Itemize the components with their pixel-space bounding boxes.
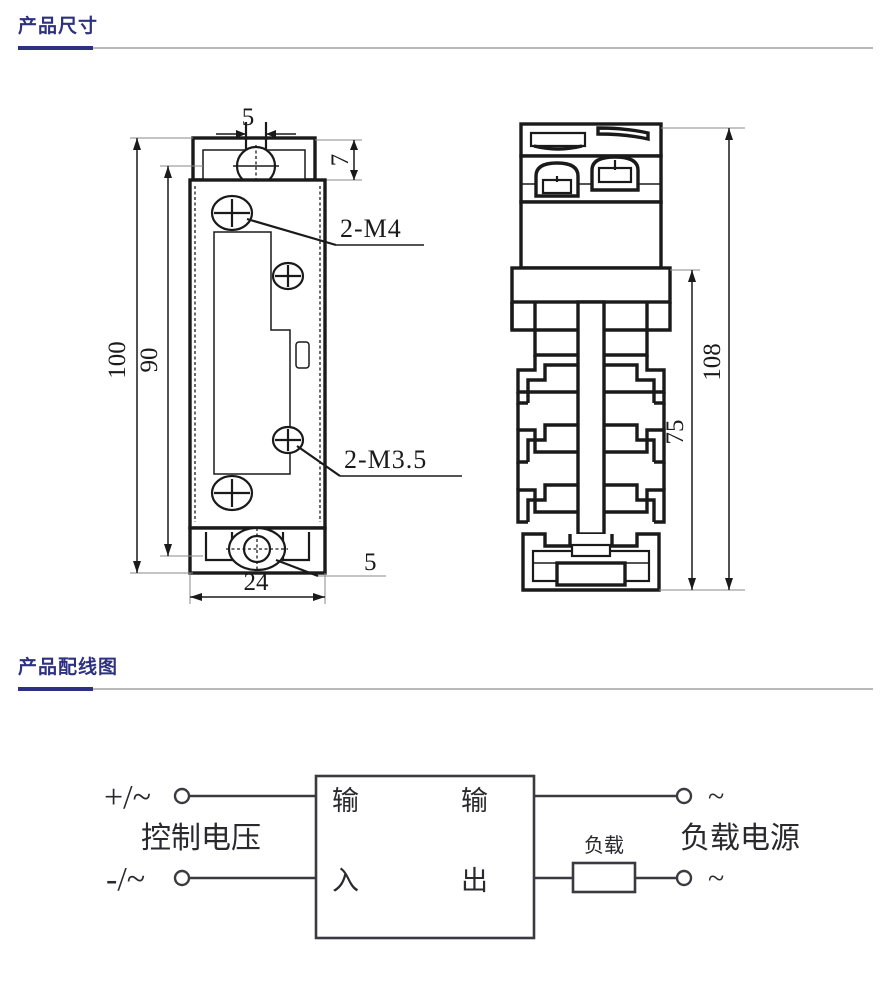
dim-side-overall-height: 108 <box>699 343 726 381</box>
callout-2-m4: 2-M4 <box>340 214 402 243</box>
dim-overall-height: 100 <box>104 341 131 379</box>
load-resistor-symbol <box>571 861 637 894</box>
divider-accent-segment-wiring <box>18 687 93 691</box>
dim-top-flange-height: 7 <box>327 154 354 167</box>
dim-body-height: 90 <box>136 348 163 373</box>
label-control-voltage: 控制电压 <box>141 821 261 856</box>
module-output-label-line2: 出 <box>461 866 488 897</box>
module-box <box>314 774 536 940</box>
callout-2-m35: 2-M3.5 <box>344 445 427 474</box>
terminal-node-control-negative <box>173 869 191 887</box>
divider-gray-line-wiring <box>18 688 873 690</box>
product-wiring-diagram: 输 入 输 出 +/~ -/~ 控制电压 ~ ~ 负载 负载电源 <box>0 720 891 970</box>
module-input-label-line1: 输 <box>332 786 359 817</box>
section-divider-dimensions <box>18 46 873 50</box>
terminal-node-control-positive <box>173 787 191 805</box>
section-divider-wiring <box>18 687 873 691</box>
inner-plate-outline <box>213 231 291 475</box>
label-load-bottom-ac: ~ <box>708 862 724 895</box>
terminal-node-load-bottom <box>675 869 693 887</box>
terminal-node-load-top <box>675 787 693 805</box>
section-title-dimensions: 产品尺寸 <box>18 16 99 37</box>
label-load: 负载 <box>584 833 624 857</box>
dim-top-slot-width: 5 <box>242 104 255 131</box>
section-header-dimensions: 产品尺寸 <box>18 14 873 50</box>
dim-body-width: 24 <box>244 569 270 596</box>
divider-accent-segment <box>18 46 93 50</box>
product-dimension-drawing: 5 7 <box>104 104 745 604</box>
divider-gray-line <box>18 47 873 49</box>
label-control-positive: +/~ <box>104 779 151 816</box>
dim-bottom-slot: 5 <box>364 549 377 576</box>
section-title-wiring: 产品配线图 <box>18 657 119 678</box>
dim-heatsink-height: 75 <box>662 420 689 445</box>
module-output-label-line1: 输 <box>461 786 488 817</box>
label-load-power-supply: 负载电源 <box>680 821 800 856</box>
label-control-negative: -/~ <box>106 861 145 898</box>
label-load-top-ac: ~ <box>708 780 724 813</box>
module-input-label-line2: 入 <box>332 866 359 897</box>
section-header-wiring: 产品配线图 <box>18 655 873 691</box>
